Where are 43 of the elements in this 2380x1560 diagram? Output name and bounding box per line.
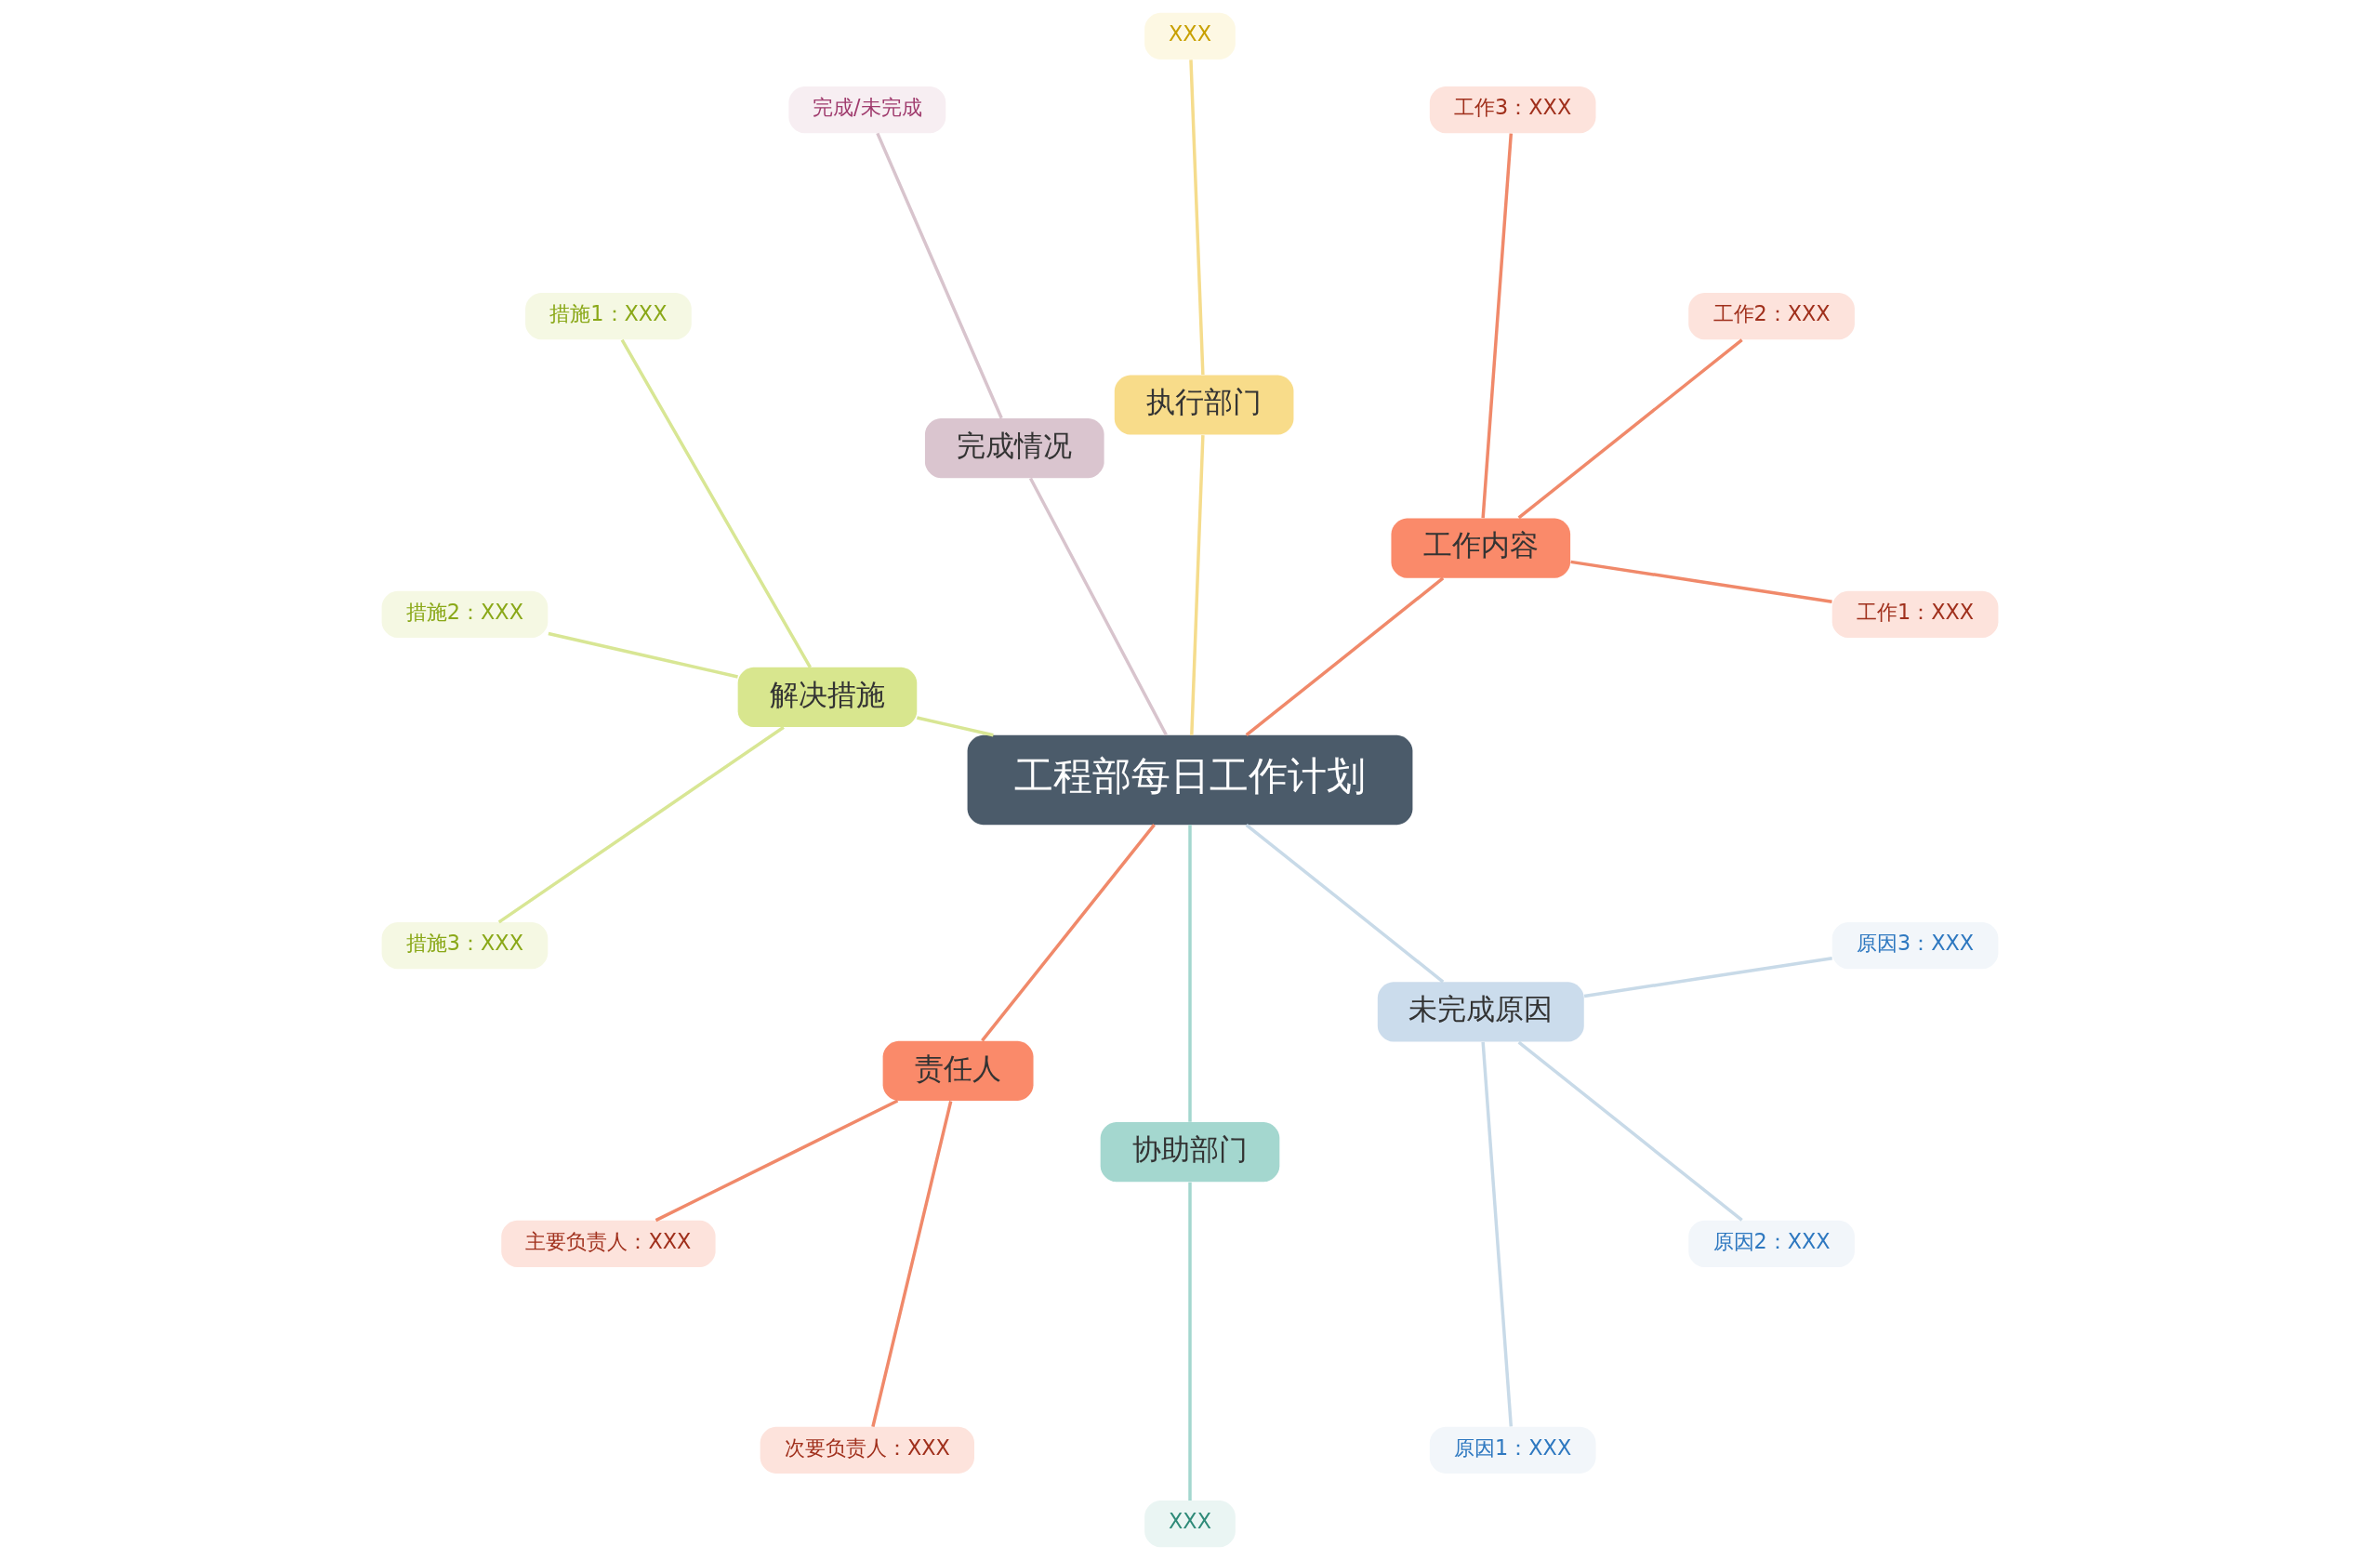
node-box: 原因1：XXX <box>1429 1426 1596 1474</box>
node-box: 原因2：XXX <box>1688 1220 1855 1267</box>
node-box: 工作3：XXX <box>1429 86 1596 134</box>
node-box: 工作1：XXX <box>1831 590 1999 639</box>
node-box: 工作内容 <box>1391 518 1571 578</box>
node-box: 工作2：XXX <box>1688 293 1855 340</box>
node-box: 未完成原因 <box>1377 982 1584 1042</box>
connector <box>1517 338 1743 520</box>
node-box: 主要负责人：XXX <box>501 1220 716 1267</box>
node-box: 完成情况 <box>924 417 1104 479</box>
connector <box>876 132 1003 419</box>
node-box: 责任人 <box>882 1040 1034 1101</box>
connector <box>1028 477 1168 736</box>
node-box: 执行部门 <box>1114 375 1294 435</box>
connector <box>1190 435 1205 735</box>
node-box: 完成/未完成 <box>788 86 946 134</box>
connector <box>917 716 994 737</box>
node-box: 工程部每日工作计划 <box>967 734 1413 826</box>
node-box: 措施1：XXX <box>525 293 692 340</box>
node-box: 协助部门 <box>1100 1121 1280 1183</box>
connector <box>1245 576 1445 736</box>
connector <box>1189 59 1205 376</box>
connector <box>548 631 738 679</box>
connector <box>1245 824 1445 984</box>
connector <box>1188 825 1192 1122</box>
connector <box>654 1099 899 1223</box>
node-box: 次要负责人：XXX <box>760 1426 974 1474</box>
connector <box>1188 1182 1192 1501</box>
node-box: 原因3：XXX <box>1831 921 1999 970</box>
node-box: 措施3：XXX <box>381 921 549 970</box>
node-box: XXX <box>1144 12 1236 59</box>
connector <box>1517 1040 1743 1222</box>
node-box: 解决措施 <box>737 667 918 728</box>
connector <box>981 824 1156 1042</box>
connector <box>1570 560 1832 603</box>
connector <box>620 338 812 668</box>
node-box: 措施2：XXX <box>381 590 549 639</box>
node-box: XXX <box>1144 1501 1236 1548</box>
connector <box>871 1101 953 1427</box>
connector <box>497 725 785 924</box>
connector <box>1583 957 1832 998</box>
connector <box>1481 1041 1514 1427</box>
connector <box>1481 133 1514 519</box>
